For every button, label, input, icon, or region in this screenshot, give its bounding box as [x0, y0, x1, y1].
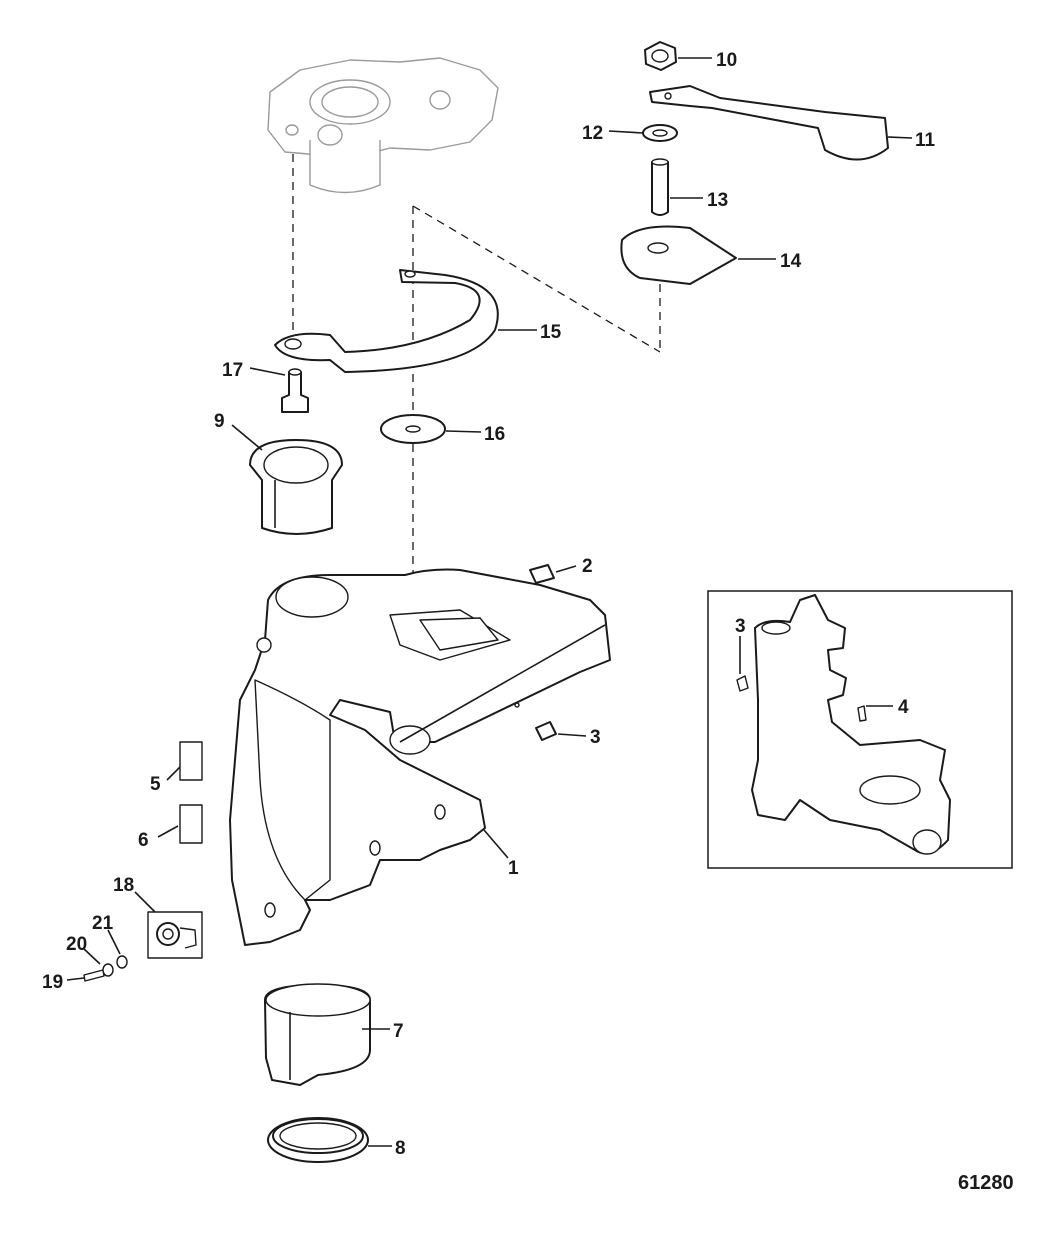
part-12-washer	[642, 124, 678, 142]
callout-13: 13	[707, 190, 728, 211]
part-20-washer	[102, 963, 114, 977]
callout-4: 4	[898, 697, 909, 718]
part-13-pin	[651, 158, 669, 216]
part-21-washer	[116, 955, 128, 969]
leader-lines	[66, 57, 913, 1147]
alignment-lines	[292, 140, 661, 640]
callout-3: 3	[590, 727, 601, 748]
part-6-decal	[179, 804, 203, 844]
callout-3-inset: 3	[735, 616, 746, 637]
callout-8: 8	[395, 1138, 406, 1159]
upper-housing-ghost	[267, 57, 499, 194]
part-11-lever	[649, 85, 889, 161]
callout-12: 12	[582, 123, 603, 144]
callout-7: 7	[393, 1021, 404, 1042]
callout-21: 21	[92, 913, 114, 934]
part-18-sensor	[147, 911, 203, 959]
part-7-bushing	[264, 983, 371, 1086]
callout-16: 16	[484, 424, 505, 445]
callout-19: 19	[42, 972, 63, 993]
callout-18: 18	[113, 875, 134, 896]
part-17-stud	[281, 368, 309, 413]
callout-labels: 1 2 3 3 4 5 6 7 8 9 10 11 12 13 14 15 16…	[42, 50, 1014, 1194]
part-19-screw	[83, 969, 105, 982]
part-15-arc-bracket	[274, 269, 499, 373]
callout-17: 17	[222, 360, 243, 381]
part-9-bushing	[249, 439, 343, 535]
callout-5: 5	[150, 774, 161, 795]
part-8-seal	[267, 1117, 369, 1163]
part-2-cap	[529, 564, 555, 584]
callout-2: 2	[582, 556, 593, 577]
figure-number: 61280	[958, 1172, 1014, 1194]
callout-15: 15	[540, 322, 562, 343]
part-3-grease-fitting	[535, 721, 557, 741]
part-14-plate	[620, 225, 737, 285]
inset-view	[707, 590, 1013, 869]
callout-14: 14	[780, 251, 802, 272]
part-16-washer	[380, 414, 446, 444]
callout-20: 20	[66, 934, 87, 955]
callout-9: 9	[214, 411, 225, 432]
part-10-nut	[644, 41, 677, 71]
callout-6: 6	[138, 830, 149, 851]
callout-10: 10	[716, 50, 737, 71]
callout-11: 11	[915, 130, 936, 151]
part-1-swivel-bracket	[229, 568, 611, 946]
callout-1: 1	[508, 858, 519, 879]
part-5-decal	[179, 741, 203, 781]
